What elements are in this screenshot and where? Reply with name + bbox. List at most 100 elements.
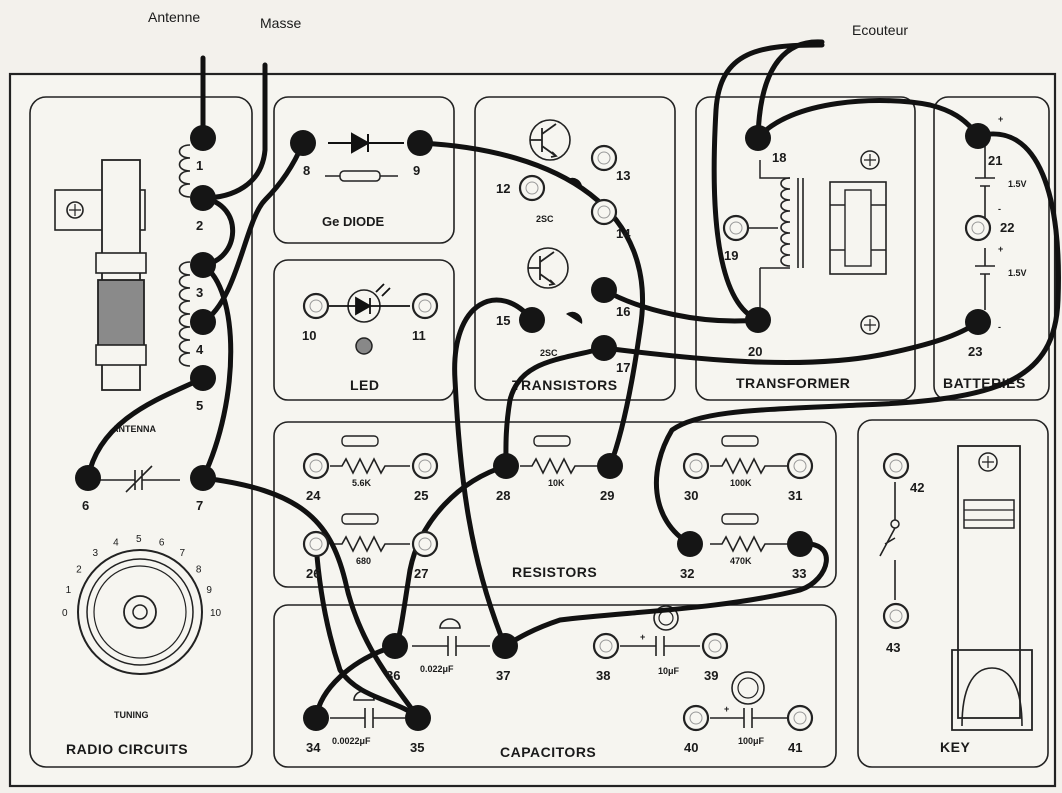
terminal-22[interactable] bbox=[964, 214, 992, 242]
dial-number: 0 bbox=[62, 608, 68, 619]
transformer-core-inner bbox=[844, 189, 872, 267]
terminal-21[interactable] bbox=[965, 123, 991, 149]
wiring bbox=[85, 39, 1061, 721]
coil-3-5-icon bbox=[178, 261, 191, 367]
terminal-8[interactable] bbox=[290, 130, 316, 156]
terminal-23[interactable] bbox=[965, 309, 991, 335]
telegraph-key-icon[interactable] bbox=[951, 445, 1033, 731]
terminal-12[interactable] bbox=[518, 174, 546, 202]
wire-26-35 bbox=[313, 541, 421, 721]
terminal-31-hole bbox=[793, 459, 807, 473]
terminal-39[interactable] bbox=[701, 632, 729, 660]
transformer-coil-icon bbox=[780, 177, 791, 267]
terminal-24[interactable] bbox=[302, 452, 330, 480]
terminal-13-label: 13 bbox=[616, 168, 630, 183]
resistors-panel bbox=[273, 421, 837, 588]
wire-17-23 bbox=[601, 319, 981, 366]
wire-33-37 bbox=[502, 541, 829, 649]
terminal-36[interactable] bbox=[382, 633, 408, 659]
terminal-11-label: 11 bbox=[412, 328, 426, 343]
terminal-26-hole bbox=[309, 537, 323, 551]
capacitor-40-41-plus: + bbox=[724, 704, 729, 714]
terminal-18-label: 18 bbox=[772, 150, 786, 165]
terminal-37[interactable] bbox=[492, 633, 518, 659]
dial-number: 3 bbox=[93, 548, 99, 559]
terminal-11[interactable] bbox=[411, 292, 439, 320]
terminal-6[interactable] bbox=[75, 465, 101, 491]
terminal-41-hole bbox=[793, 711, 807, 725]
terminal-2[interactable] bbox=[190, 185, 216, 211]
tuning-dial[interactable] bbox=[77, 549, 203, 675]
wire-18-21 bbox=[755, 98, 981, 141]
resistor-32-33-value: 470K bbox=[730, 556, 752, 566]
antenna-section-label: ANTENNA bbox=[112, 424, 156, 434]
terminal-14[interactable] bbox=[590, 198, 618, 226]
terminal-40-hole bbox=[689, 711, 703, 725]
terminal-29[interactable] bbox=[597, 453, 623, 479]
transformer-core-icon bbox=[829, 181, 887, 275]
terminal-9[interactable] bbox=[407, 130, 433, 156]
terminal-30[interactable] bbox=[682, 452, 710, 480]
terminal-42[interactable] bbox=[882, 452, 910, 480]
terminal-15[interactable] bbox=[519, 307, 545, 333]
transformer-core-winding bbox=[830, 204, 886, 251]
variable-capacitor-icon bbox=[100, 465, 180, 493]
screw-slot bbox=[69, 204, 81, 216]
terminal-32-label: 32 bbox=[680, 566, 694, 581]
terminal-38[interactable] bbox=[592, 632, 620, 660]
terminal-5[interactable] bbox=[190, 365, 216, 391]
terminal-13[interactable] bbox=[590, 144, 618, 172]
resistor-30-31-value: 100K bbox=[730, 478, 752, 488]
tuning-dial-ring-inner bbox=[93, 565, 187, 659]
terminal-36-label: 36 bbox=[386, 668, 400, 683]
capacitors-title: CAPACITORS bbox=[500, 744, 596, 760]
led-title: LED bbox=[350, 377, 380, 393]
terminal-13-hole bbox=[597, 151, 611, 165]
terminal-16[interactable] bbox=[591, 277, 617, 303]
terminal-28[interactable] bbox=[493, 453, 519, 479]
terminal-7[interactable] bbox=[190, 465, 216, 491]
ground-label: Masse bbox=[260, 15, 301, 31]
terminal-31[interactable] bbox=[786, 452, 814, 480]
earphone-label: Ecouteur bbox=[852, 22, 908, 38]
transformer-title: TRANSFORMER bbox=[736, 375, 850, 391]
terminal-3[interactable] bbox=[190, 252, 216, 278]
terminal-1[interactable] bbox=[190, 125, 216, 151]
terminal-40[interactable] bbox=[682, 704, 710, 732]
terminal-9-label: 9 bbox=[413, 163, 420, 178]
resistors-title: RESISTORS bbox=[512, 564, 597, 580]
terminal-41[interactable] bbox=[786, 704, 814, 732]
terminal-32[interactable] bbox=[677, 531, 703, 557]
terminal-4[interactable] bbox=[190, 309, 216, 335]
terminal-14-hole bbox=[597, 205, 611, 219]
terminal-17[interactable] bbox=[591, 335, 617, 361]
terminal-25[interactable] bbox=[411, 452, 439, 480]
transformer-leads bbox=[740, 160, 790, 310]
batteries-title: BATTERIES bbox=[943, 375, 1026, 391]
transistors-title: TRANSISTORS bbox=[512, 377, 618, 393]
terminal-20[interactable] bbox=[745, 307, 771, 333]
terminal-43-label: 43 bbox=[886, 640, 900, 655]
transformer-core-lines bbox=[797, 178, 804, 268]
screw-slot-top bbox=[864, 154, 876, 166]
terminal-34[interactable] bbox=[303, 705, 329, 731]
terminal-35[interactable] bbox=[405, 705, 431, 731]
terminal-19[interactable] bbox=[722, 214, 750, 242]
terminal-10[interactable] bbox=[302, 292, 330, 320]
transistors-panel bbox=[474, 96, 676, 401]
capacitor-40-41-icon bbox=[710, 671, 790, 728]
radio-circuits-title: RADIO CIRCUITS bbox=[66, 741, 188, 757]
terminal-24-hole bbox=[309, 459, 323, 473]
coil-1-2-icon bbox=[178, 144, 191, 198]
terminal-25-hole bbox=[418, 459, 432, 473]
terminal-27[interactable] bbox=[411, 530, 439, 558]
transistor-a-symbol bbox=[530, 123, 558, 158]
terminal-26[interactable] bbox=[302, 530, 330, 558]
terminal-43[interactable] bbox=[882, 602, 910, 630]
dial-number: 2 bbox=[76, 565, 82, 576]
terminal-39-hole bbox=[708, 639, 722, 653]
terminal-18[interactable] bbox=[745, 125, 771, 151]
terminal-33[interactable] bbox=[787, 531, 813, 557]
